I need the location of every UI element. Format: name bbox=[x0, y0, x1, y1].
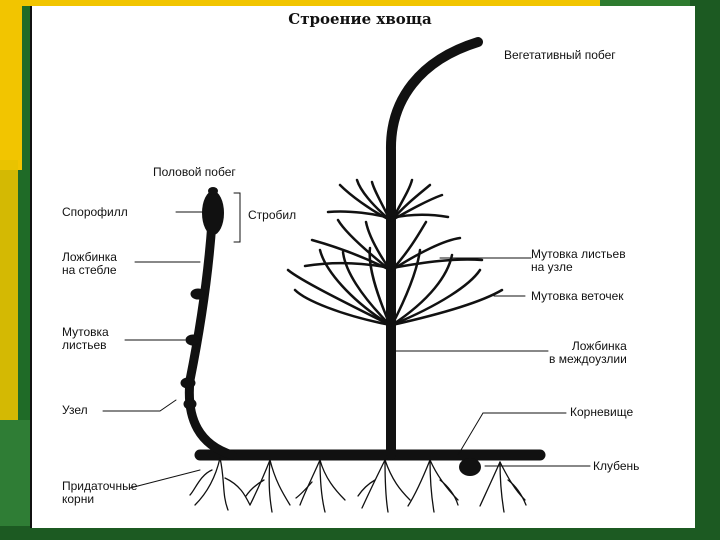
vegetative-stem bbox=[385, 37, 483, 460]
stem-node bbox=[190, 288, 206, 300]
tuber bbox=[459, 458, 481, 476]
strobilus-tip bbox=[208, 187, 218, 195]
label-whorl-leaves-node: Мутовка листьев на узле bbox=[531, 247, 626, 274]
label-reproductive-shoot: Половой побег bbox=[153, 165, 236, 179]
label-groove-stem: Ложбинка на стебле bbox=[62, 250, 117, 277]
label-tuber: Клубень bbox=[593, 459, 640, 473]
label-whorl-branches: Мутовка веточек bbox=[531, 289, 624, 303]
label-whorl-leaves: Мутовка листьев bbox=[62, 325, 109, 352]
slide-canvas bbox=[30, 6, 695, 528]
upper-whorl bbox=[326, 178, 450, 222]
frame-right-edge bbox=[690, 0, 720, 540]
leader-lines bbox=[102, 192, 591, 489]
lower-whorl bbox=[286, 246, 504, 327]
label-vegetative-shoot: Вегетативный побег bbox=[504, 48, 616, 62]
frame-bottom-edge bbox=[0, 526, 720, 540]
frame-yellow-strip bbox=[0, 0, 22, 170]
frame-green-corner bbox=[0, 420, 30, 540]
adventitious-roots bbox=[189, 457, 527, 513]
frame-yellow-strip-lower bbox=[0, 160, 18, 420]
label-rhizome: Корневище bbox=[570, 405, 634, 419]
stem-node bbox=[183, 398, 197, 410]
frame-top-yellow bbox=[0, 0, 600, 6]
label-adventitious-roots: Придаточные корни bbox=[62, 479, 138, 506]
strobilus-cone bbox=[202, 191, 224, 235]
diagram-title: Строение хвоща bbox=[288, 10, 432, 28]
label-node: Узел bbox=[62, 403, 88, 417]
stem-node bbox=[180, 377, 196, 389]
label-groove-internode: Ложбинка в междоузлии bbox=[549, 339, 627, 366]
label-sporophyll: Спорофилл bbox=[62, 205, 128, 219]
stem-node bbox=[185, 334, 201, 346]
label-strobilus: Стробил bbox=[248, 208, 297, 222]
